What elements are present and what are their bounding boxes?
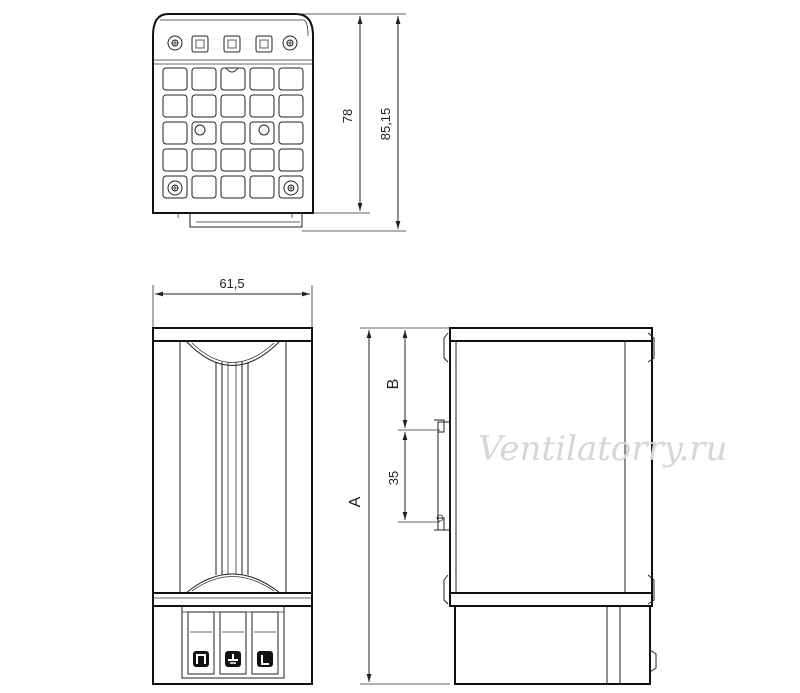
grille-cell bbox=[162, 148, 188, 172]
screw-icon bbox=[167, 180, 183, 196]
grille-cell bbox=[191, 67, 217, 91]
grille-cell bbox=[249, 175, 275, 199]
side-view: A B 35 bbox=[347, 327, 657, 685]
screw-icon bbox=[167, 35, 183, 51]
grille-cell bbox=[249, 148, 275, 172]
front-view: 61,5 bbox=[152, 276, 313, 685]
dimension-mount-spacing: 35 bbox=[386, 429, 440, 523]
grille-cell bbox=[278, 175, 304, 199]
vent-grille bbox=[162, 67, 304, 199]
grille-cell bbox=[220, 67, 246, 91]
grille-cell bbox=[249, 67, 275, 91]
grille-cell bbox=[162, 67, 188, 91]
terminal-block bbox=[191, 35, 209, 53]
dimension-label-height-total: 85,15 bbox=[378, 108, 393, 141]
grille-cell bbox=[191, 148, 217, 172]
grille-cell bbox=[220, 175, 246, 199]
top-view: 78 85,15 bbox=[152, 13, 406, 232]
dimension-width: 61,5 bbox=[152, 276, 313, 328]
dimension-label-height-inner: 78 bbox=[340, 109, 355, 123]
grille-cell bbox=[220, 94, 246, 118]
screw-icon bbox=[283, 180, 299, 196]
grille-cell bbox=[162, 175, 188, 199]
power-symbol-icon bbox=[193, 651, 209, 667]
dimension-height-total: 85,15 bbox=[302, 13, 406, 232]
dimension-label-a: A bbox=[347, 496, 364, 507]
grille-cell bbox=[162, 94, 188, 118]
screw-icon bbox=[282, 35, 298, 51]
ground-symbol-icon bbox=[225, 651, 241, 667]
grille-cell bbox=[278, 121, 304, 145]
grille-cell bbox=[191, 94, 217, 118]
grille-cell bbox=[249, 94, 275, 118]
grille-cell bbox=[220, 121, 246, 145]
grille-cell bbox=[278, 148, 304, 172]
dimension-label-b: B bbox=[385, 379, 402, 390]
grille-cell bbox=[162, 121, 188, 145]
dimension-a: A bbox=[347, 327, 450, 685]
grille-cell bbox=[191, 175, 217, 199]
grille-cell bbox=[191, 121, 217, 145]
dimension-label-width: 61,5 bbox=[219, 276, 244, 291]
terminal-block bbox=[223, 35, 241, 53]
line-symbol-icon bbox=[257, 651, 273, 667]
dimension-height-inner: 78 bbox=[296, 13, 370, 214]
dimension-label-mount-spacing: 35 bbox=[386, 471, 401, 485]
grille-cell bbox=[249, 121, 275, 145]
terminal-block bbox=[255, 35, 273, 53]
dimension-b: B bbox=[385, 330, 408, 428]
grille-cell bbox=[278, 94, 304, 118]
watermark: Ventilatorry.ru bbox=[478, 429, 727, 469]
grille-cell bbox=[220, 148, 246, 172]
grille-cell bbox=[278, 67, 304, 91]
